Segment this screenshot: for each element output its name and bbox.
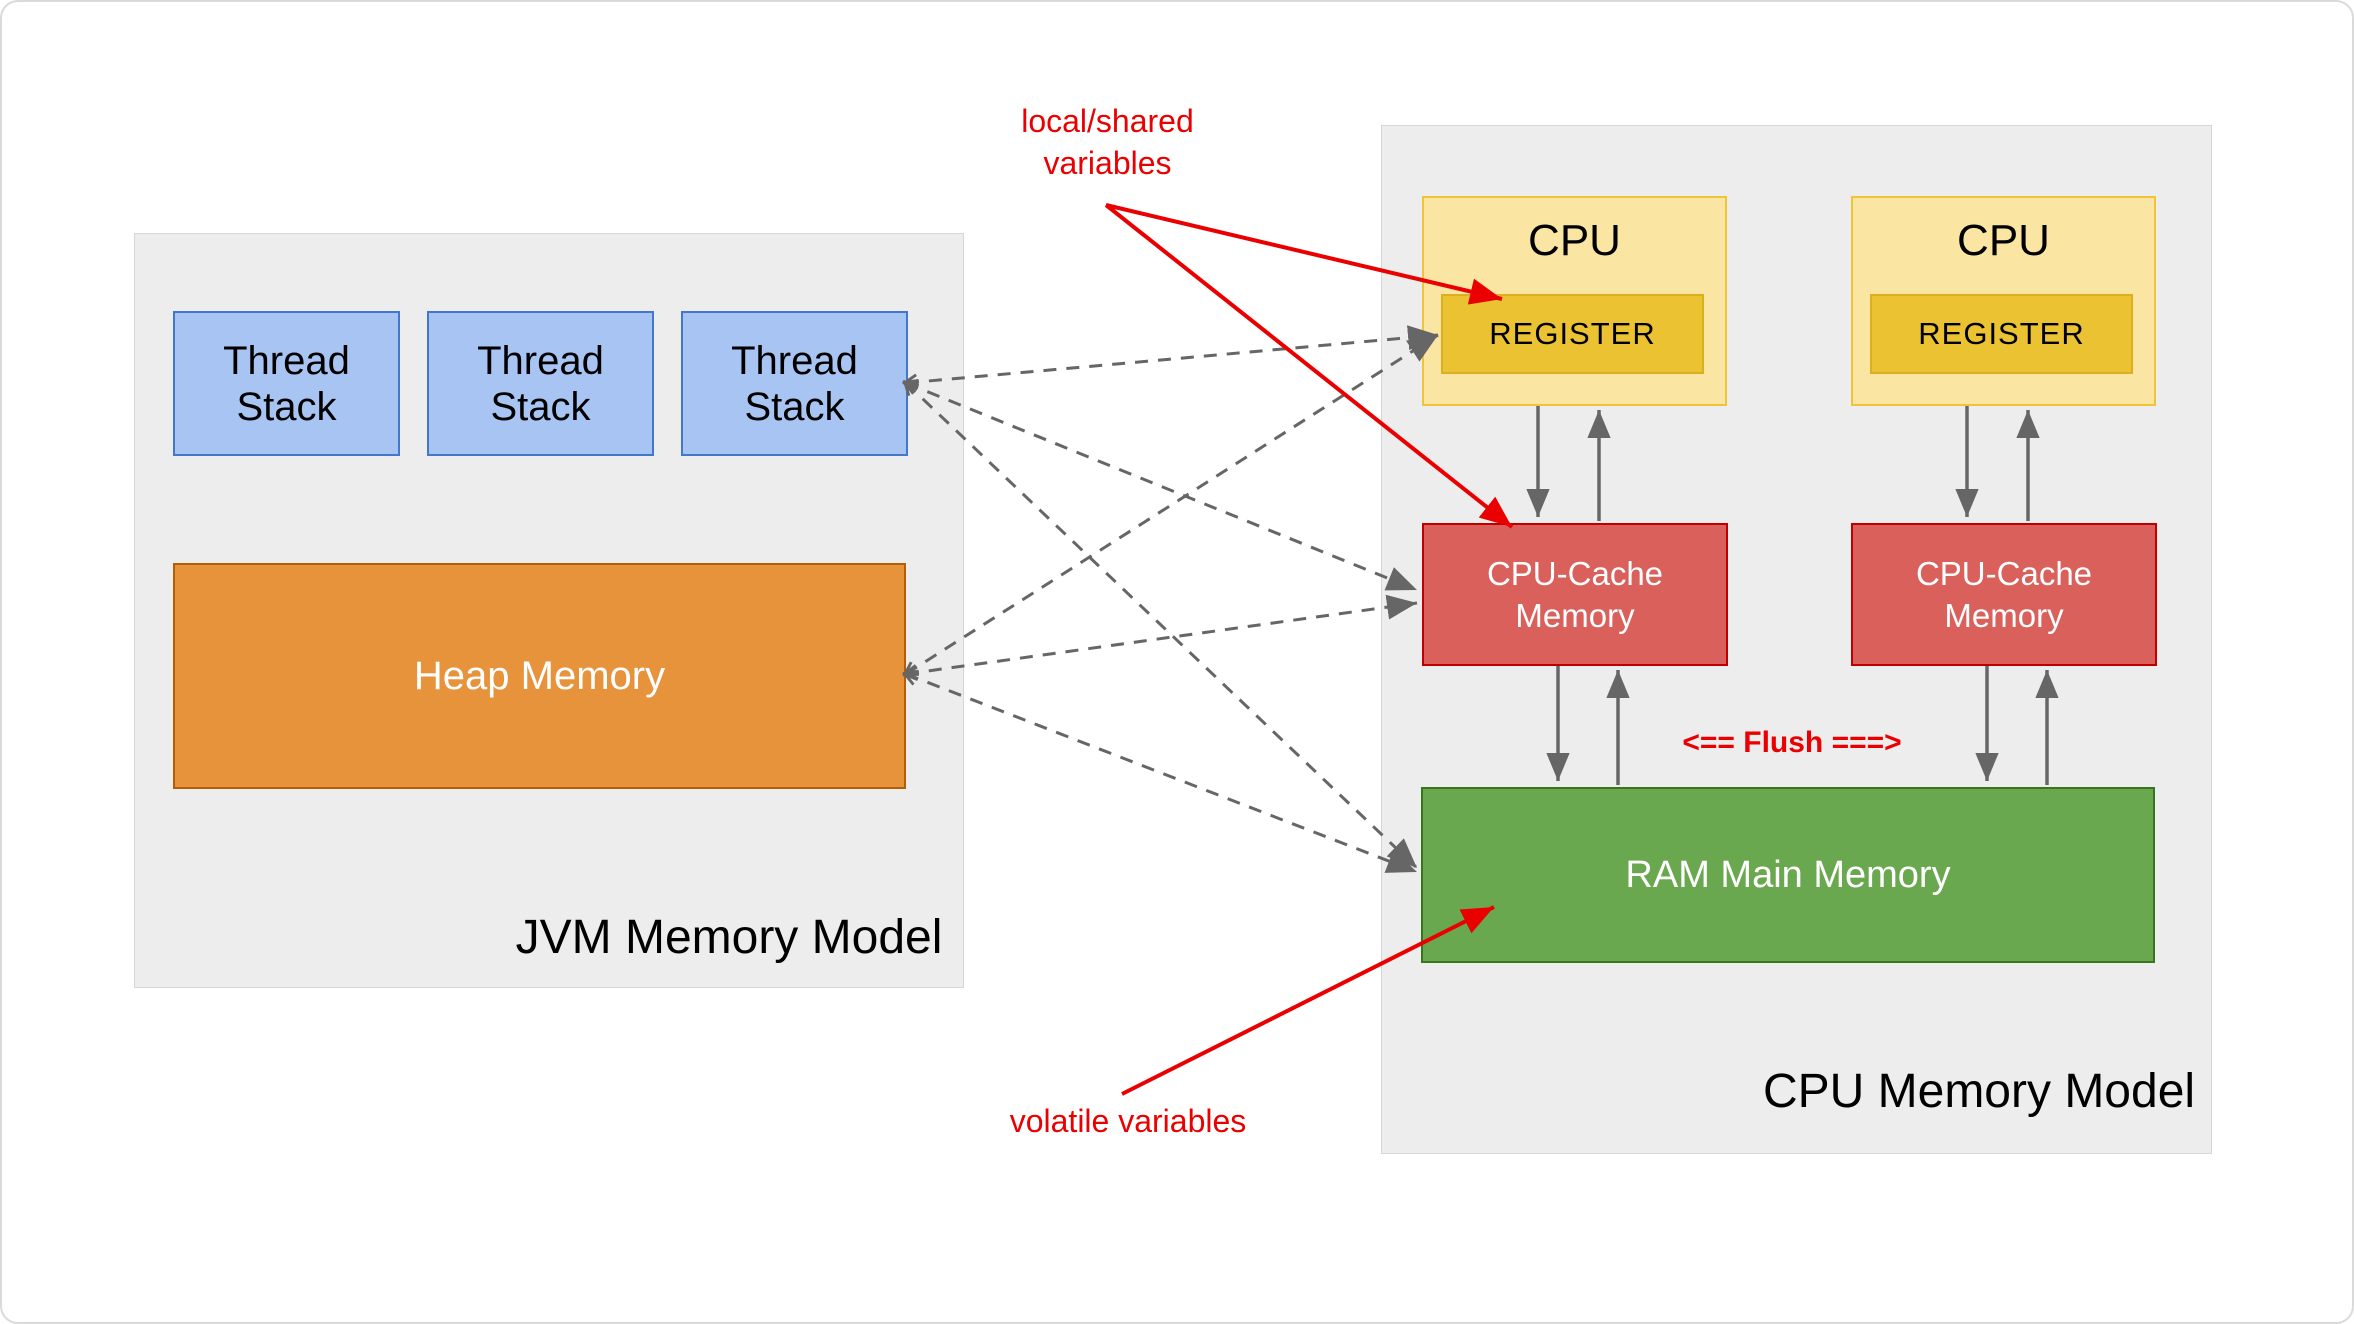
cpu-2-label: CPU (1957, 216, 2050, 265)
cpu-cache-1-box: CPU-Cache Memory (1422, 523, 1728, 666)
cpu-panel-title: CPU Memory Model (1762, 1065, 2196, 1118)
cpu-1-label: CPU (1528, 216, 1621, 265)
cpu-cache-2-box: CPU-Cache Memory (1851, 523, 2157, 666)
register-2-box: REGISTER (1870, 294, 2133, 374)
heap-memory-box: Heap Memory (173, 563, 906, 789)
thread-stack-3-box: Thread Stack (681, 311, 908, 456)
edge-heap-ram (906, 674, 1418, 874)
cpu-cache-2-label: CPU-Cache Memory (1915, 554, 2093, 634)
edge-threadstack-ram (906, 383, 1419, 870)
thread-stack-1-box: Thread Stack (173, 311, 400, 456)
ram-main-memory-box: RAM Main Memory (1421, 787, 2155, 963)
jvm-panel-title: JVM Memory Model (515, 911, 943, 964)
cpu-memory-model-panel: CPU REGISTER CPU REGISTER CPU-Cache Memo… (1381, 125, 2212, 1154)
jvm-memory-model-panel: Thread Stack Thread Stack Thread Stack H… (134, 233, 964, 988)
ram-main-memory-label: RAM Main Memory (1625, 853, 1951, 896)
register-1-label: REGISTER (1489, 316, 1656, 351)
local-shared-variables-line1: local/shared (1021, 103, 1194, 139)
flush-annotation: <== Flush ===> (1682, 726, 1902, 759)
thread-stack-1-label: Thread Stack (223, 338, 350, 429)
register-2-label: REGISTER (1918, 316, 2085, 351)
cpu-2-box: CPU REGISTER (1851, 196, 2156, 406)
local-shared-variables-annotation: local/shared variables (1010, 100, 1205, 184)
edge-heap-cache (906, 603, 1418, 674)
cpu-1-box: CPU REGISTER (1422, 196, 1727, 406)
heap-memory-label: Heap Memory (413, 653, 666, 698)
cpu-cache-1-label: CPU-Cache Memory (1486, 554, 1664, 634)
edge-heap-register (906, 333, 1439, 674)
thread-stack-2-label: Thread Stack (477, 338, 604, 429)
register-1-box: REGISTER (1441, 294, 1704, 374)
edge-threadstack-cache (906, 383, 1418, 592)
local-shared-variables-line2: variables (1043, 145, 1172, 181)
volatile-variables-annotation: volatile variables (1009, 1103, 1247, 1139)
thread-stack-3-label: Thread Stack (731, 338, 858, 429)
edge-threadstack-register (906, 335, 1439, 383)
thread-stack-2-box: Thread Stack (427, 311, 654, 456)
